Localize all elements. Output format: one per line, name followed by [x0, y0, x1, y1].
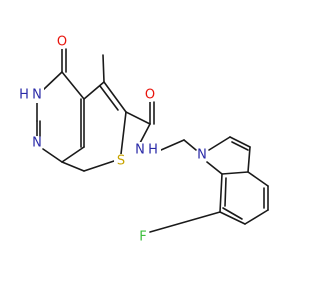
bond-8 — [61, 161, 85, 172]
bond-15 — [125, 111, 151, 125]
bond-9 — [83, 160, 115, 172]
bond-31 — [219, 211, 246, 225]
atom-o-amide: O — [143, 88, 157, 103]
atom-o-carbonyl: O — [55, 35, 69, 50]
bond-25 — [221, 171, 249, 175]
atom-n-ring-nh-label: N — [32, 88, 42, 103]
bond-11 — [103, 81, 127, 113]
bond-27 — [247, 171, 269, 187]
atom-h-amide-label: H — [148, 143, 158, 158]
bond-19 — [160, 139, 185, 151]
bond-4 — [42, 148, 63, 163]
bond-21 — [208, 136, 231, 151]
bond-20 — [183, 139, 197, 151]
atom-n-indole-label: N — [197, 148, 207, 163]
bond-5 — [61, 146, 85, 163]
bond-14 — [102, 54, 105, 83]
bond-13 — [120, 111, 127, 155]
atom-h-ring-label: H — [19, 88, 29, 103]
atom-f-indole: F — [136, 230, 150, 245]
molecule-structure-diagram: O H N N S O N H N F — [18, 35, 269, 245]
bond-22 — [229, 136, 251, 148]
bond-23 — [231, 141, 249, 151]
atom-o-amide-label: O — [145, 88, 155, 103]
bond-1 — [42, 71, 63, 91]
atom-s-thiophene-label: S — [117, 154, 125, 169]
atom-f-indole-label: F — [139, 230, 146, 245]
bond-12 — [99, 85, 119, 111]
atom-n-indole: N — [195, 148, 209, 163]
atom-layer: O H N N S O N H N F — [18, 35, 209, 245]
bond-30 — [244, 209, 269, 225]
bond-10 — [83, 81, 105, 100]
atom-n-ring-label: N — [32, 136, 42, 151]
atom-nh-ring: H N — [18, 87, 44, 103]
bond-33 — [219, 173, 223, 213]
bond-18 — [139, 123, 151, 144]
bond-35 — [149, 211, 221, 233]
bond-26 — [206, 161, 223, 175]
bond-32 — [222, 207, 243, 220]
bond-layer — [36, 48, 269, 233]
atom-n-ring: N — [30, 136, 44, 151]
atom-o-carbonyl-label: O — [57, 35, 67, 50]
atom-s-thiophene: S — [114, 154, 128, 169]
atom-n-amide-label: N — [135, 143, 145, 158]
bond-34 — [224, 177, 227, 207]
bond-24 — [247, 146, 251, 173]
bond-7 — [61, 71, 85, 100]
atom-nh-amide: N H — [134, 142, 161, 158]
